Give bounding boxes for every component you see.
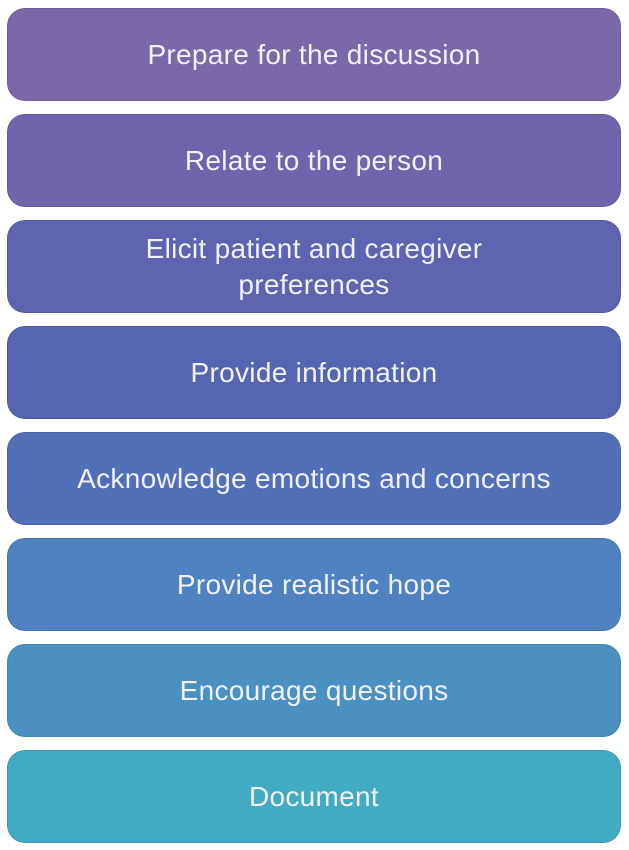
process-step-label: Encourage questions: [179, 674, 449, 706]
process-step-box: Prepare for the discussion: [7, 8, 621, 101]
process-step-label: Relate to the person: [184, 144, 444, 176]
process-step-label: Acknowledge emotions and concerns: [77, 462, 551, 494]
process-step-label: Elicit patient and caregiver preferences: [145, 232, 483, 300]
process-step-box: Elicit patient and caregiver preferences: [7, 220, 621, 313]
process-step-box: Provide information: [7, 326, 621, 419]
process-step-box: Encourage questions: [7, 644, 621, 737]
process-step-box: Document: [7, 750, 621, 843]
process-step-box: Relate to the person: [7, 114, 621, 207]
process-step-box: Acknowledge emotions and concerns: [7, 432, 621, 525]
process-step-label: Provide realistic hope: [176, 568, 452, 600]
process-step-box: Provide realistic hope: [7, 538, 621, 631]
process-step-label: Document: [248, 780, 379, 812]
process-step-label: Prepare for the discussion: [147, 38, 481, 70]
process-step-label: Provide information: [190, 356, 438, 388]
